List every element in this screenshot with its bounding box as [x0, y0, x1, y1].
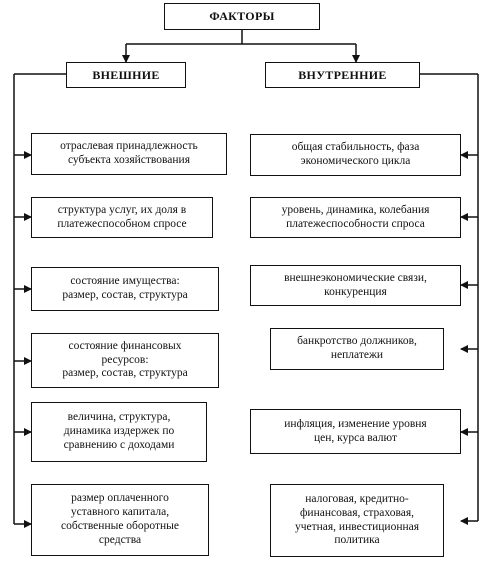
external-factor-2: структура услуг, их доля в платежеспособ…	[31, 197, 213, 238]
internal-factor-2: уровень, динамика, колебания платежеспос…	[250, 197, 461, 238]
internal-factor-1-text: общая стабильность, фаза экономического …	[291, 141, 420, 167]
external-factor-1: отраслевая принадлежность субъекта хозяй…	[31, 133, 227, 175]
external-factor-5: величина, структура, динамика издержек п…	[31, 402, 207, 462]
external-factor-2-text: структура услуг, их доля в платежеспособ…	[57, 203, 187, 230]
internal-factor-5-text: инфляция, изменение уровня цен, курса ва…	[284, 417, 427, 444]
external-factor-6: размер оплаченного уставного капитала, с…	[31, 484, 209, 556]
external-factor-6-text: размер оплаченного уставного капитала, с…	[60, 492, 180, 546]
external-factor-3: состояние имущества: размер, состав, стр…	[31, 267, 219, 311]
external-factor-4: состояние финансовых ресурсов: размер, с…	[31, 333, 219, 388]
root-label: ФАКТОРЫ	[209, 9, 275, 24]
internal-factor-6: налоговая, кредитно- финансовая, страхов…	[270, 484, 444, 557]
external-factor-4-text: состояние финансовых ресурсов: размер, с…	[62, 339, 188, 380]
internal-title: ВНУТРЕННИЕ	[298, 67, 387, 82]
internal-factor-3-text: внешнеэкономические связи, конкуренция	[284, 271, 427, 298]
external-factor-5-text: величина, структура, динамика издержек п…	[63, 411, 175, 451]
internal-factor-4-text: банкротство должников, неплатежи	[297, 335, 417, 361]
external-factor-1-text: отраслевая принадлежность субъекта хозяй…	[60, 140, 198, 166]
internal-factor-1: общая стабильность, фаза экономического …	[250, 134, 461, 176]
internal-factor-6-text: налоговая, кредитно- финансовая, страхов…	[294, 492, 420, 547]
internal-factor-3: внешнеэкономические связи, конкуренция	[250, 265, 461, 306]
internal-factor-2-text: уровень, динамика, колебания платежеспос…	[281, 203, 430, 230]
internal-factor-5: инфляция, изменение уровня цен, курса ва…	[250, 409, 461, 454]
external-title: ВНЕШНИЕ	[92, 67, 160, 82]
internal-header-box: ВНУТРЕННИЕ	[265, 62, 420, 88]
external-factor-3-text: состояние имущества: размер, состав, стр…	[62, 275, 188, 301]
internal-factor-4: банкротство должников, неплатежи	[270, 328, 444, 370]
external-header-box: ВНЕШНИЕ	[66, 62, 186, 88]
root-factors-box: ФАКТОРЫ	[164, 3, 320, 30]
